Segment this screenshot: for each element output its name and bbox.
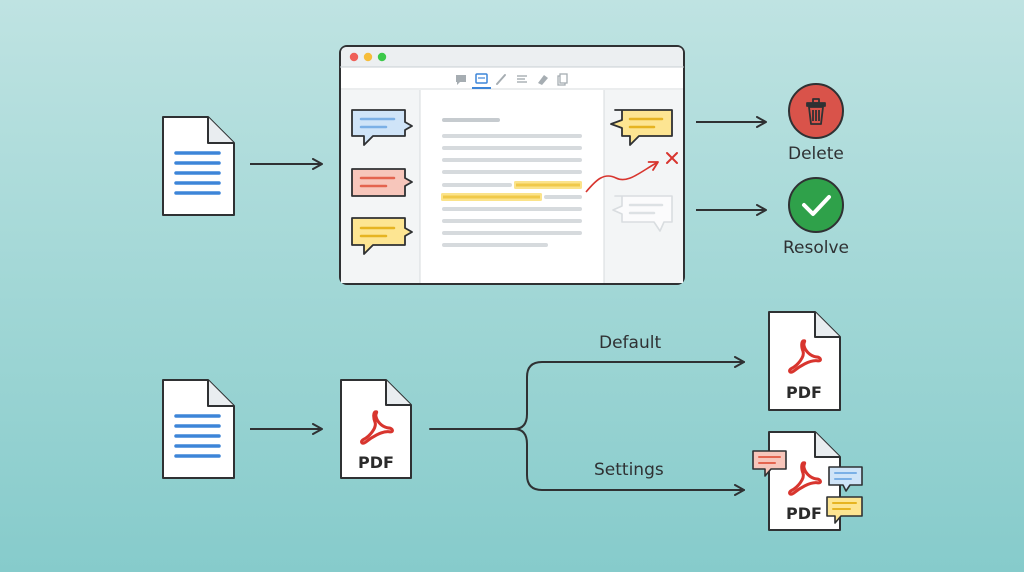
window-close-dot[interactable] xyxy=(349,52,359,62)
pdf-comment-blue-icon xyxy=(828,466,863,492)
comment-bubble-blue[interactable] xyxy=(351,109,413,146)
delete-label: Delete xyxy=(788,144,844,164)
trash-icon xyxy=(806,98,826,125)
dismiss-x-icon[interactable] xyxy=(666,152,678,164)
pdf-badge-annotated: PDF xyxy=(786,504,822,523)
resolve-button[interactable] xyxy=(788,177,844,233)
pdf-comment-red-icon xyxy=(752,450,787,477)
window-maximize-dot[interactable] xyxy=(377,52,387,62)
comment-box-tool-icon[interactable] xyxy=(472,73,491,89)
default-output-pdf-icon xyxy=(768,311,841,411)
pen-tool-icon[interactable] xyxy=(496,74,506,85)
comment-bubble-red[interactable] xyxy=(351,168,413,197)
comment-bubble-faded[interactable] xyxy=(612,195,673,232)
comment-tool-icon[interactable] xyxy=(456,75,466,85)
default-branch-label: Default xyxy=(599,333,662,353)
source-document-icon xyxy=(162,116,235,216)
pdf-comment-yellow-icon xyxy=(826,496,863,524)
text-align-tool-icon[interactable] xyxy=(517,75,527,83)
pdf-badge-default: PDF xyxy=(786,383,822,402)
copy-tool-icon[interactable] xyxy=(557,73,568,86)
source-document-2-icon xyxy=(162,379,235,479)
check-icon xyxy=(802,195,831,216)
settings-branch-label: Settings xyxy=(594,460,664,480)
window-minimize-dot[interactable] xyxy=(363,52,373,62)
delete-button[interactable] xyxy=(788,83,844,139)
eraser-tool-icon[interactable] xyxy=(538,75,548,85)
document-text-lines xyxy=(442,118,582,247)
comment-bubble-yellow[interactable] xyxy=(351,217,413,255)
comment-bubble-yellow-active[interactable] xyxy=(610,109,673,146)
branch-connector xyxy=(429,356,745,496)
pdf-badge-middle: PDF xyxy=(358,453,394,472)
editor-window xyxy=(339,45,685,285)
pdf-file-icon xyxy=(340,379,412,479)
reply-arrow-curve xyxy=(585,161,659,193)
resolve-label: Resolve xyxy=(783,238,850,258)
